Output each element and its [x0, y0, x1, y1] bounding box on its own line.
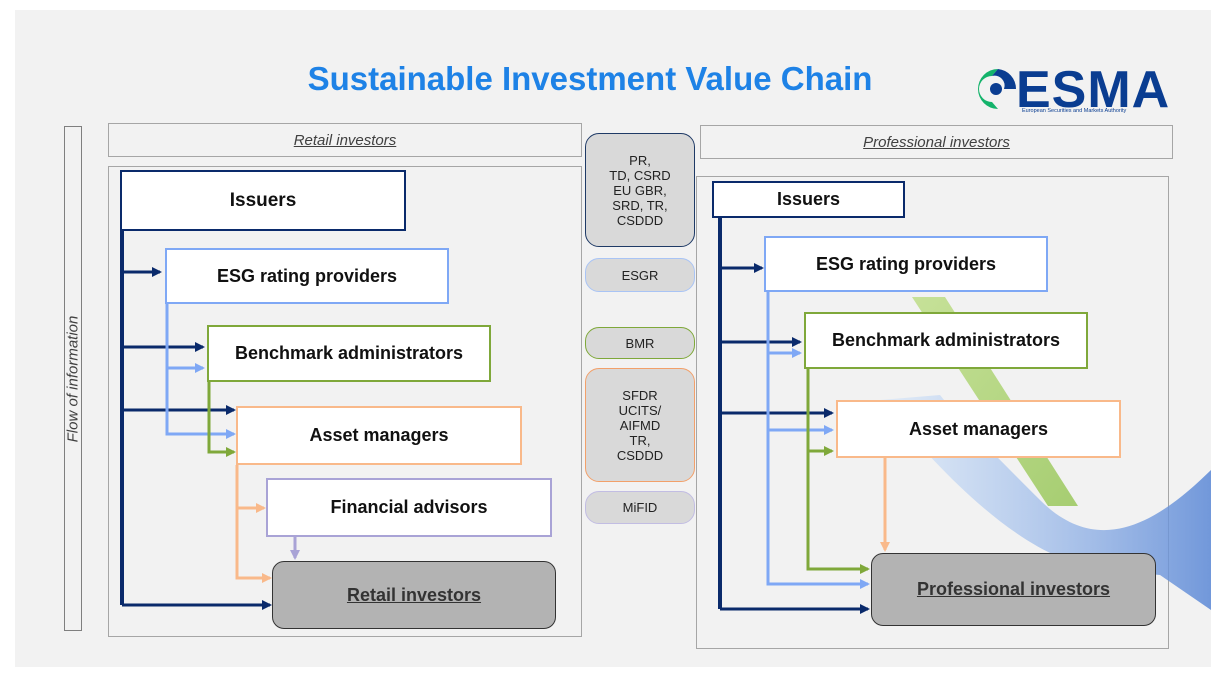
- regulation-sfdr-pill: SFDR UCITS/ AIFMD TR, CSDDD: [585, 368, 695, 482]
- regulation-esgr-pill: ESGR: [585, 258, 695, 292]
- right-benchmark-administrators-box: Benchmark administrators: [804, 312, 1088, 369]
- left-asset-managers-box: Asset managers: [236, 406, 522, 465]
- professional-investors-header: Professional investors: [700, 125, 1173, 159]
- left-financial-advisors-box: Financial advisors: [266, 478, 552, 537]
- left-esg-rating-providers-box: ESG rating providers: [165, 248, 449, 304]
- retail-investors-header: Retail investors: [108, 123, 582, 157]
- flow-of-information-bar: Flow of information: [64, 126, 82, 631]
- page-title: Sustainable Investment Value Chain: [307, 60, 873, 97]
- flow-of-information-label: Flow of information: [64, 315, 82, 442]
- regulation-issuers-pill: PR, TD, CSRD EU GBR, SRD, TR, CSDDD: [585, 133, 695, 247]
- right-professional-investors-box: Professional investors: [871, 553, 1156, 626]
- esma-logo-text: ESMA: [1016, 61, 1171, 119]
- esma-logo-icon: [978, 69, 1017, 109]
- regulation-mifid-pill: MiFID: [585, 491, 695, 524]
- right-asset-managers-box: Asset managers: [836, 400, 1121, 458]
- esma-logo: ESMA European Securities and Markets Aut…: [972, 61, 1182, 122]
- esma-logo-subtitle: European Securities and Markets Authorit…: [1022, 108, 1127, 114]
- right-esg-rating-providers-box: ESG rating providers: [764, 236, 1048, 292]
- left-retail-investors-box: Retail investors: [272, 561, 556, 629]
- regulation-bmr-pill: BMR: [585, 327, 695, 359]
- right-issuers-box: Issuers: [712, 181, 905, 218]
- left-benchmark-administrators-box: Benchmark administrators: [207, 325, 491, 382]
- left-issuers-box: Issuers: [120, 170, 406, 231]
